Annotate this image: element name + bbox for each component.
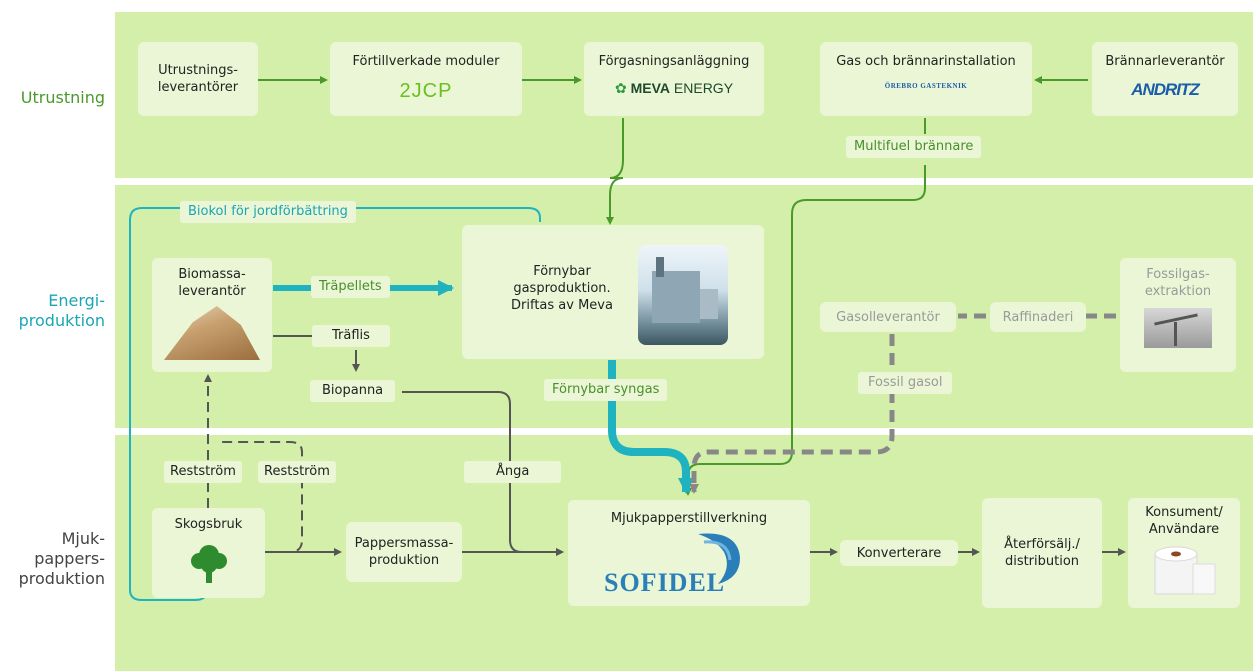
toilet-roll-icon	[1154, 546, 1216, 595]
forestry-box: Skogsbruk	[152, 508, 265, 598]
wood-pile-image	[164, 306, 260, 360]
arrow-biochar-loop	[129, 207, 541, 601]
meva-logo-bold: MEVA	[630, 80, 671, 96]
arrow-gasification-plant	[606, 118, 624, 225]
burner-supplier-label: Brännarleverantör	[1105, 54, 1225, 69]
consumer-box: Konsument/ Användare	[1128, 498, 1240, 608]
residual-stream-label-2: Restström	[258, 461, 336, 483]
burner-install-label: Gas och brännarinstallation	[836, 54, 1016, 69]
sofidel-swoosh-icon	[698, 533, 740, 584]
pulp-production-label: Pappersmassa- produktion	[354, 536, 454, 568]
fossil-extraction-label: Fossilgas- extraktion	[1144, 267, 1212, 299]
burner-install-box: Gas och brännarinstallation ÖREBRO GASTE…	[820, 42, 1032, 116]
pellets-label: Träpellets	[311, 276, 390, 298]
tree-icon	[190, 545, 227, 583]
sofidel-logo: SOFIDEL	[604, 568, 726, 597]
meva-logo: ✿ MEVA ENERGY	[584, 80, 764, 97]
retail-box: Återförsälj./ distribution	[982, 498, 1102, 608]
refinery-box: Raffinaderi	[990, 302, 1086, 332]
tissue-manufacturing-box: Mjukpapperstillverkning SOFIDEL	[568, 500, 810, 606]
consumer-label: Konsument/ Användare	[1145, 505, 1223, 537]
fossil-lpg-label: Fossil gasol	[858, 372, 953, 394]
converter-box: Konverterare	[840, 540, 958, 566]
meva-logo-rest: ENERGY	[673, 80, 734, 96]
steam-label: Ånga	[464, 461, 562, 483]
equipment-suppliers-box: Utrustnings- leverantörer	[138, 42, 258, 116]
forestry-label: Skogsbruk	[174, 517, 243, 532]
lpg-supplier-label: Gasolleverantör	[836, 309, 940, 325]
renewable-gas-plant-label: Förnybar gasproduktion. Driftas av Meva	[511, 264, 613, 313]
arrow-residual-dashed-2	[218, 441, 303, 553]
andritz-logo: ANDRITZ	[1131, 80, 1200, 99]
equipment-suppliers-label: Utrustnings- leverantörer	[157, 63, 239, 95]
burner-supplier-box: Brännarleverantör ANDRITZ	[1092, 42, 1238, 116]
gasification-label: Förgasningsanläggning	[598, 54, 750, 69]
row-label-energy: Energi- produktion	[18, 291, 105, 330]
gasification-plant-box: Förgasningsanläggning ✿ MEVA ENERGY	[584, 42, 764, 116]
multifuel-burner-label: Multifuel brännare	[846, 136, 982, 158]
lpg-supplier-box: Gasolleverantör	[820, 302, 956, 332]
meva-leaf-icon: ✿	[614, 80, 627, 96]
retail-label: Återförsälj./ distribution	[1004, 537, 1080, 569]
biomass-supplier-label: Biomassa- leverantör	[178, 267, 246, 299]
biochar-label: Biokol för jordförbättring	[180, 201, 356, 223]
woodchips-label: Träflis	[312, 325, 390, 347]
biomass-supplier-box: Biomassa- leverantör	[152, 258, 272, 372]
refinery-label: Raffinaderi	[1002, 309, 1074, 325]
biopanna-label: Biopanna	[310, 380, 396, 402]
renewable-gas-plant-box: Förnybar gasproduktion. Driftas av Meva	[462, 225, 764, 359]
arrow-lpg-tissue	[689, 334, 895, 494]
prefab-modules-label: Förtillverkade moduler	[352, 54, 500, 69]
orebro-gasteknik-logo: ÖREBRO GASTEKNIK	[884, 82, 968, 90]
row-label-tissue: Mjuk- pappers- produktion	[18, 529, 105, 588]
row-label-equipment: Utrustning	[20, 88, 105, 107]
pulp-production-box: Pappersmassa- produktion	[346, 522, 462, 582]
residual-stream-label-1: Restström	[164, 461, 242, 483]
prefab-modules-box: Förtillverkade moduler 2JCP	[330, 42, 522, 116]
arrow-multifuel-tissue	[684, 165, 926, 496]
oil-pump-image	[1144, 308, 1212, 348]
gas-plant-image	[638, 245, 728, 345]
fossil-extraction-box: Fossilgas- extraktion	[1120, 258, 1236, 372]
tissue-manufacturing-label: Mjukpapperstillverkning	[610, 511, 768, 526]
renewable-syngas-label: Förnybar syngas	[544, 379, 668, 401]
jcp-logo: 2JCP	[399, 80, 453, 102]
converter-label: Konverterare	[856, 545, 942, 561]
arrow-syngas	[608, 360, 694, 494]
